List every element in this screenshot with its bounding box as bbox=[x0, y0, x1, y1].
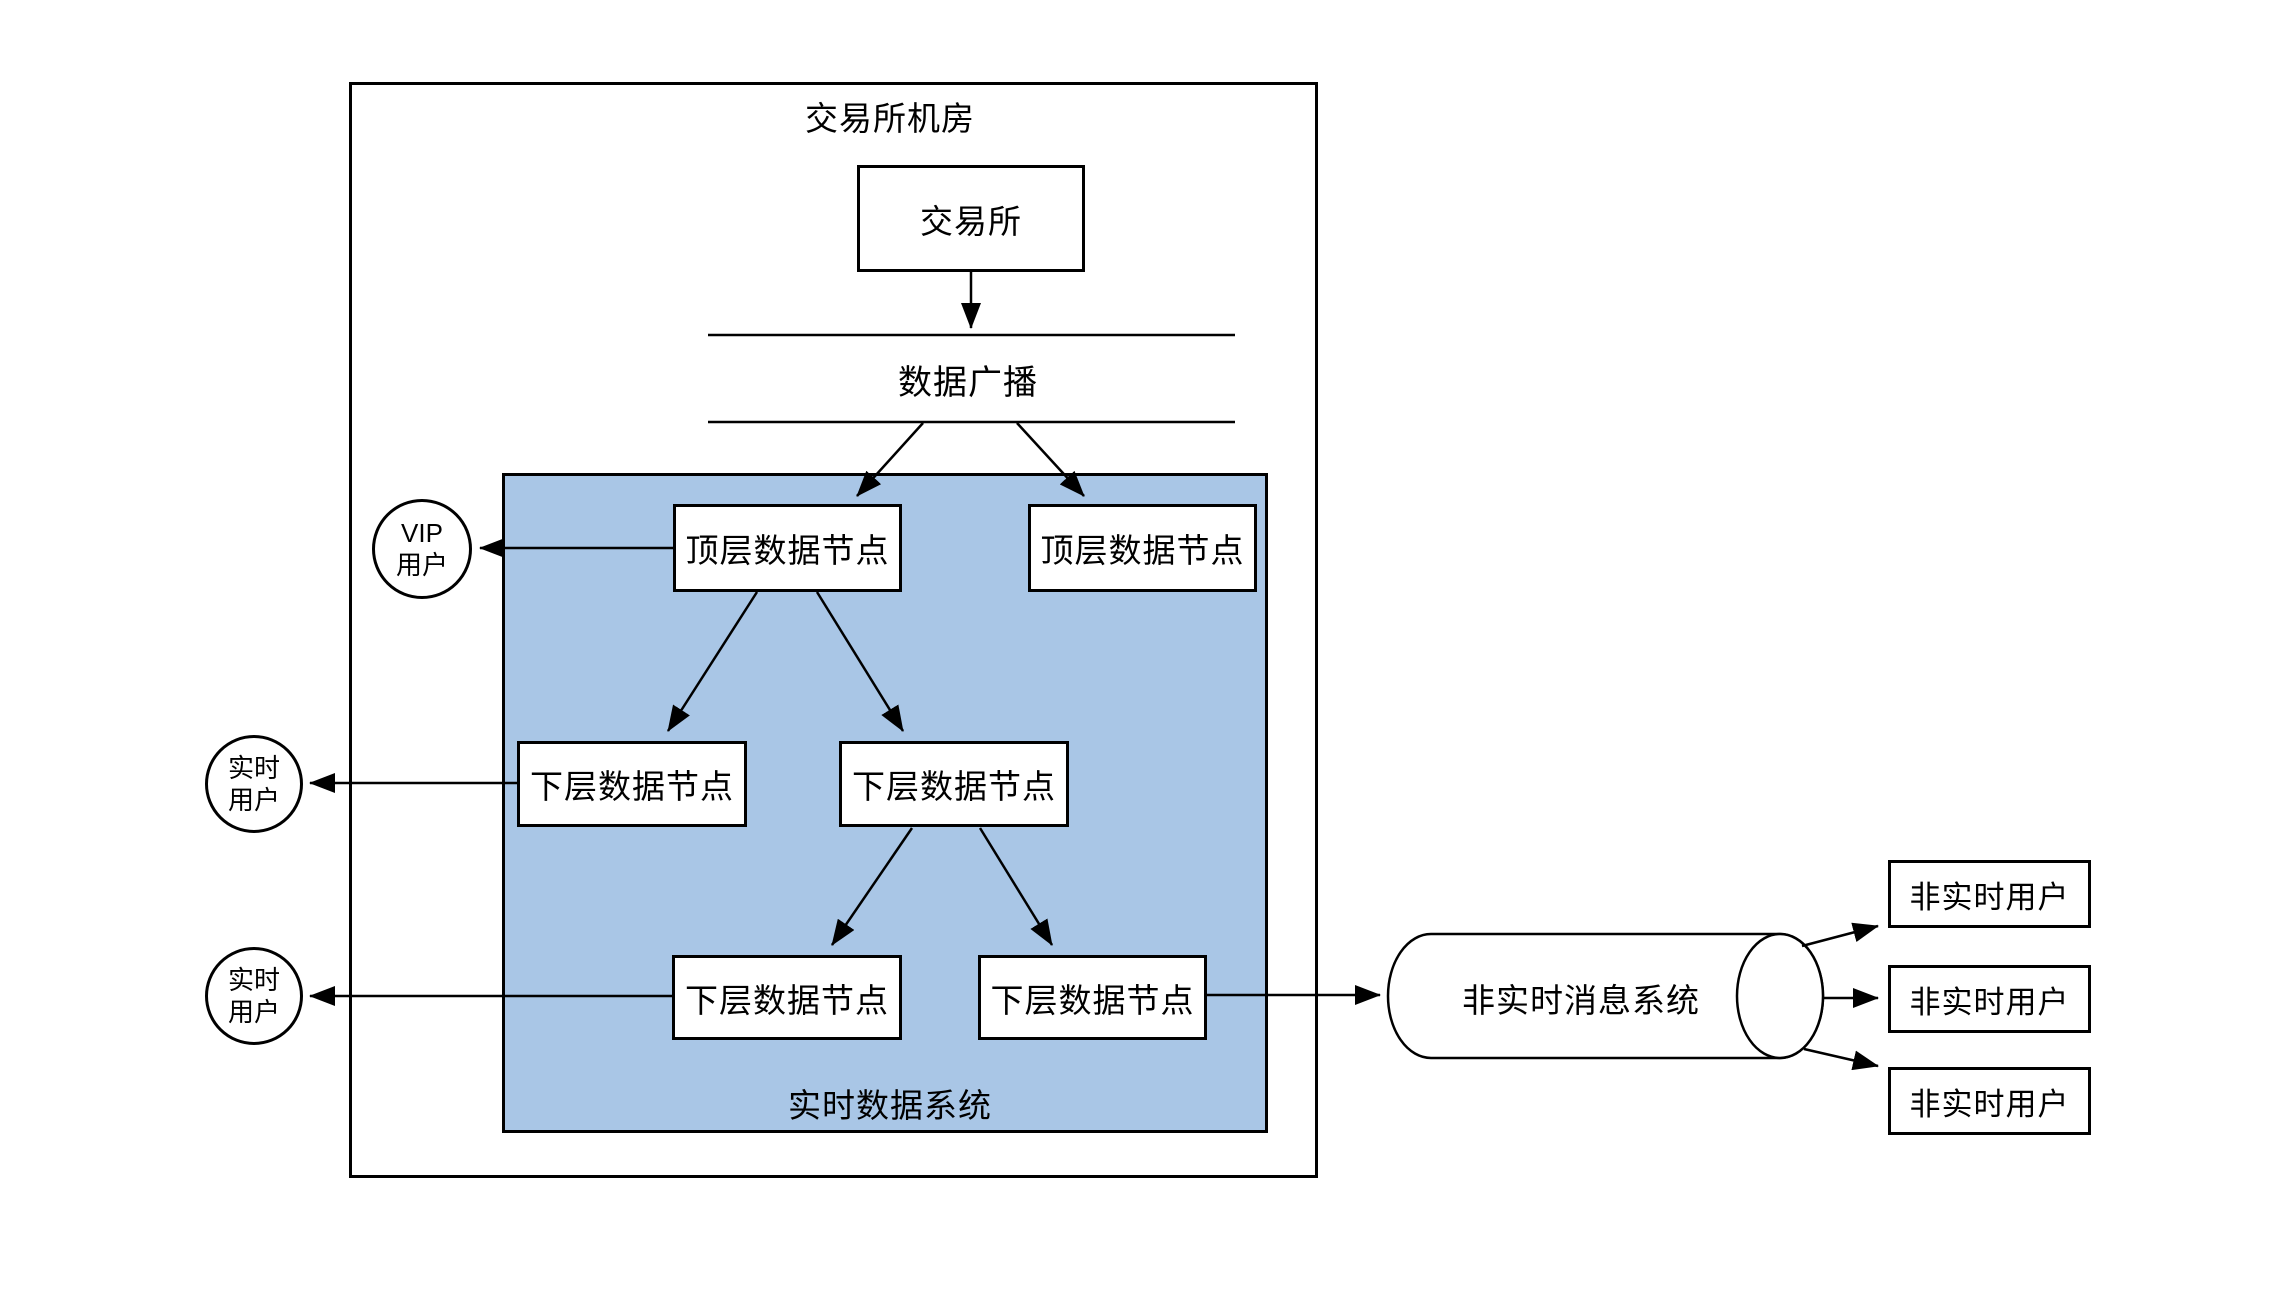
lower-data-node-mid: 下层数据节点 bbox=[839, 741, 1069, 827]
realtime-user-upper-line2: 用户 bbox=[227, 785, 280, 815]
arrow-broadcast-to-top-right bbox=[1016, 422, 1085, 497]
message-system-label: 非实时消息系统 bbox=[1462, 982, 1700, 1019]
arrow-msgsys-to-nrt-user-3 bbox=[1803, 1047, 1879, 1071]
arrow-msgsys-to-nrt-user-1 bbox=[1801, 922, 1879, 948]
realtime-user-upper-line1: 实时 bbox=[227, 752, 280, 783]
non-realtime-user-box-2: 非实时用户 bbox=[1888, 965, 2091, 1033]
realtime-user-circle-lower: 实时 用户 bbox=[205, 947, 303, 1045]
vip-user-line1: VIP bbox=[401, 517, 443, 548]
arrow-lowermid-to-bottom-left bbox=[830, 827, 914, 946]
arrow-broadcast-to-top-left bbox=[856, 422, 924, 497]
machine-room-box bbox=[349, 82, 1318, 1178]
message-system-cylinder-cap bbox=[1735, 932, 1825, 1060]
exchange-node: 交易所 bbox=[857, 165, 1085, 272]
vip-user-line2: 用户 bbox=[395, 550, 448, 580]
data-broadcast-label: 数据广播 bbox=[898, 363, 1038, 402]
vip-user-circle: VIP 用户 bbox=[372, 499, 472, 599]
realtime-system-label: 实时数据系统 bbox=[788, 1087, 992, 1124]
arrow-topnode-to-lower-mid bbox=[815, 591, 905, 732]
lower-data-node-bottom-right: 下层数据节点 bbox=[978, 955, 1207, 1040]
lower-data-node-left: 下层数据节点 bbox=[517, 741, 747, 827]
top-data-node-left: 顶层数据节点 bbox=[673, 504, 902, 592]
realtime-user-lower-line1: 实时 bbox=[227, 964, 280, 995]
machine-room-label: 交易所机房 bbox=[805, 100, 975, 137]
realtime-user-lower-line2: 用户 bbox=[227, 997, 280, 1027]
arrow-topnode-to-lower-left bbox=[666, 591, 759, 732]
arrow-lowermid-to-bottom-right bbox=[978, 827, 1054, 946]
lower-data-node-bottom-left: 下层数据节点 bbox=[672, 955, 902, 1040]
realtime-user-circle-upper: 实时 用户 bbox=[205, 735, 303, 833]
non-realtime-user-box-1: 非实时用户 bbox=[1888, 860, 2091, 928]
non-realtime-user-box-3: 非实时用户 bbox=[1888, 1067, 2091, 1135]
top-data-node-right: 顶层数据节点 bbox=[1028, 504, 1257, 592]
